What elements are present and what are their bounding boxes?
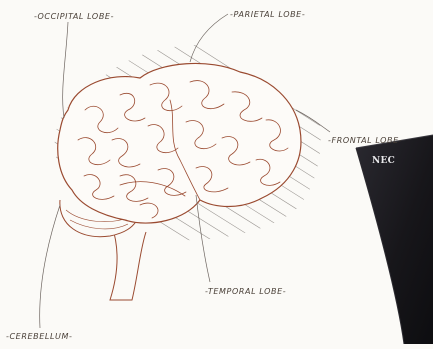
cerebellum-label: -CEREBELLUM- bbox=[6, 332, 72, 341]
temporal-lobe-label: -TEMPORAL LOBE- bbox=[205, 287, 286, 296]
nec-logo: NEC bbox=[372, 156, 395, 166]
brain-outline bbox=[58, 63, 301, 223]
frontal-lobe-label: -FRONTAL LOBE- bbox=[328, 136, 402, 145]
nec-device bbox=[356, 135, 433, 344]
brain-stem bbox=[110, 226, 146, 300]
parietal-lobe-label: -PARIETAL LOBE- bbox=[230, 10, 305, 19]
occipital-lobe-label: -OCCIPITAL LOBE- bbox=[34, 12, 114, 21]
